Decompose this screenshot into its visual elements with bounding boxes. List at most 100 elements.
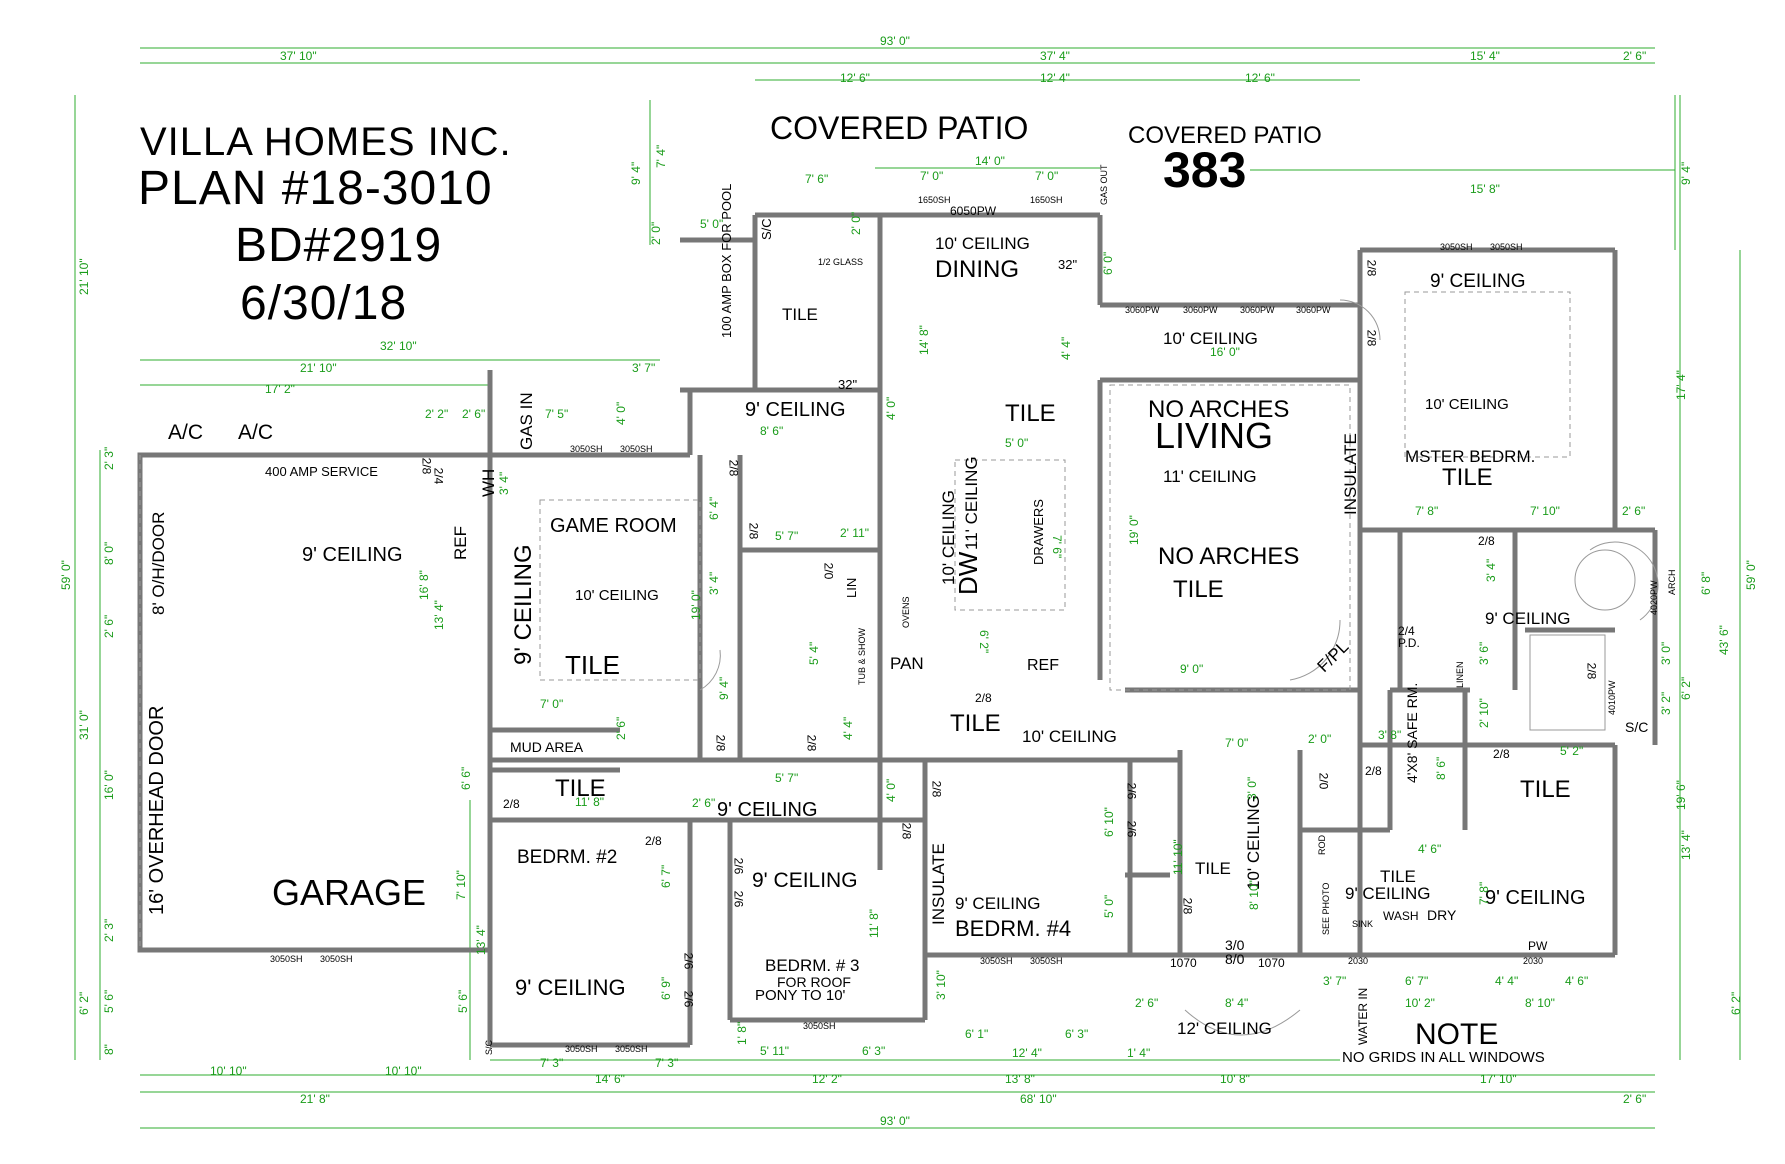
dim-33: 2' 6" <box>692 796 716 810</box>
dim-v19: 19' 6" <box>1674 780 1688 810</box>
main-hall-ceiling: 10' CEILING <box>1022 727 1117 746</box>
dim-26: 7' 10" <box>1530 504 1560 518</box>
kitchen-ref: REF <box>1027 657 1059 674</box>
window-2030-a: 2030 <box>1348 956 1369 966</box>
laundry-tile: TILE <box>1380 867 1416 886</box>
dim-v32: 9' 4" <box>717 676 731 700</box>
dim-v29: 19' 0" <box>689 590 703 620</box>
sc-patio: S/C <box>759 218 774 240</box>
dim-23: 16' 0" <box>1210 345 1240 359</box>
window-3050-f: 3050SH <box>320 954 353 964</box>
sc-bed2: S/C <box>484 1039 494 1055</box>
dim-v53: 3' 0" <box>1659 641 1673 665</box>
pool-box: 100 AMP BOX FOR POOL <box>719 183 734 338</box>
dim-56: 13' 8" <box>1005 1072 1035 1086</box>
entry-tile: TILE <box>1195 859 1231 878</box>
dim-41: 6' 7" <box>1405 974 1429 988</box>
window-3050-b: 3050SH <box>1490 242 1523 252</box>
linen: LINEN <box>1455 661 1465 688</box>
dim-v54: 3' 2" <box>1659 691 1673 715</box>
dim-v37: 6' 2" <box>977 630 991 654</box>
note-text: NO GRIDS IN ALL WINDOWS <box>1342 1049 1545 1066</box>
dim-64: 68' 10" <box>1020 1092 1057 1106</box>
dim-57: 10' 10" <box>210 1064 247 1078</box>
dim-27: 2' 6" <box>1622 504 1646 518</box>
dim-v55: 6' 2" <box>1679 676 1693 700</box>
door-tag: 2/8 <box>1364 329 1379 347</box>
living-label: LIVING <box>1155 415 1274 456</box>
dim-v21: 6' 2" <box>1729 991 1743 1015</box>
bedroom-r-ceiling: 9' CEILING <box>1485 887 1586 909</box>
sink: SINK <box>1352 919 1374 929</box>
water-heater: WH <box>479 468 498 497</box>
dim-v3: 31' 0" <box>77 710 91 740</box>
dim-v26: 7' 10" <box>454 870 468 900</box>
dim-47: 8' 10" <box>1525 996 1555 1010</box>
no-arches-label-2: NO ARCHES <box>1158 543 1300 570</box>
dim-v14: 2' 0" <box>649 221 663 245</box>
mud-area: MUD AREA <box>510 739 584 755</box>
dim-53: 5' 11" <box>760 1044 790 1058</box>
window-3050-g: 3050SH <box>565 1044 598 1054</box>
dim-v65: 2' 6" <box>614 716 628 740</box>
dim-32: 11' 8" <box>575 795 605 809</box>
master-9-ceiling: 9' CEILING <box>1430 271 1526 292</box>
dim-v58: 3' 4" <box>1484 558 1498 582</box>
dim-v2: 59' 0" <box>59 560 73 590</box>
dim-9: 7' 0" <box>920 169 944 183</box>
dim-6: 12' 4" <box>1040 71 1070 85</box>
window-3050-i: 3050SH <box>803 1021 836 1031</box>
tub-shower: TUB & SHOW <box>857 627 867 685</box>
window-3060-c: 3060PW <box>1240 305 1275 315</box>
dim-20: 7' 5" <box>545 407 569 421</box>
ceiling-outlines <box>139 291 1571 950</box>
door-tag: 2/8 <box>929 780 944 798</box>
covered-patio-label-2: COVERED PATIO <box>1128 122 1322 149</box>
dim-10: 7' 0" <box>1035 169 1059 183</box>
living-tile: TILE <box>1173 576 1224 603</box>
dim-v41: 11' 8" <box>867 908 881 938</box>
dim-v42: 6' 7" <box>659 864 673 888</box>
dim-54: 6' 3" <box>862 1044 886 1058</box>
garage-door-16: 16' OVERHEAD DOOR <box>146 705 168 915</box>
door-tag: 2/8 <box>899 822 914 840</box>
window-3050-a: 3050SH <box>1440 242 1473 252</box>
door-tag: 2/6 <box>1124 782 1139 800</box>
dim-v35: 19' 0" <box>1127 515 1141 545</box>
door-1070-right: 1070 <box>1258 956 1285 970</box>
dim-45: 8' 4" <box>1225 996 1249 1010</box>
door-tag: 2/8 <box>1493 747 1510 761</box>
dim-v62: 2' 0" <box>849 211 863 235</box>
dim-35: 7' 0" <box>1225 736 1249 750</box>
pantry: PAN <box>890 654 924 673</box>
ac-unit-1: A/C <box>168 421 204 444</box>
dim-3: 15' 4" <box>1470 49 1500 63</box>
linen-closet: LIN <box>844 577 859 598</box>
door-tag: 2/6 <box>681 990 696 1008</box>
dim-v33: 14' 8" <box>917 325 931 355</box>
garage-door-8: 8' O/H/DOOR <box>149 511 168 615</box>
window-3060-b: 3060PW <box>1183 305 1218 315</box>
dim-v63: 32" <box>1058 257 1078 272</box>
door-tag: 2/6 <box>1124 820 1139 838</box>
dim-12: 5' 0" <box>700 217 724 231</box>
dim-61: 14' 6" <box>595 1072 625 1086</box>
dim-v56: 7' 8" <box>1477 881 1491 905</box>
company-name: VILLA HOMES INC. <box>140 120 512 164</box>
half-glass: 1/2 GLASS <box>818 257 864 267</box>
bedroom-2-ceiling: 9' CEILING <box>515 975 626 1000</box>
hall-10-ceiling: 10' CEILING <box>1163 329 1258 348</box>
see-photo: SEE PHOTO <box>1321 882 1331 935</box>
door-1070-left: 1070 <box>1170 956 1197 970</box>
dim-v18: 6' 8" <box>1699 571 1713 595</box>
dim-60: 7' 3" <box>655 1056 679 1070</box>
dim-16: 17' 2" <box>265 382 295 396</box>
entry-door: 3/0 8/0 <box>1225 937 1245 967</box>
window-1650-a: 1650SH <box>918 195 951 205</box>
window-3060-a: 3060PW <box>1125 305 1160 315</box>
dim-v48: 3' 10" <box>934 970 948 1000</box>
door-tag: 2/8 <box>726 459 741 477</box>
door-tag: 2/4 <box>431 467 446 485</box>
insulate-label-1: INSULATE <box>1341 433 1360 515</box>
dim-21: 8' 6" <box>760 424 784 438</box>
